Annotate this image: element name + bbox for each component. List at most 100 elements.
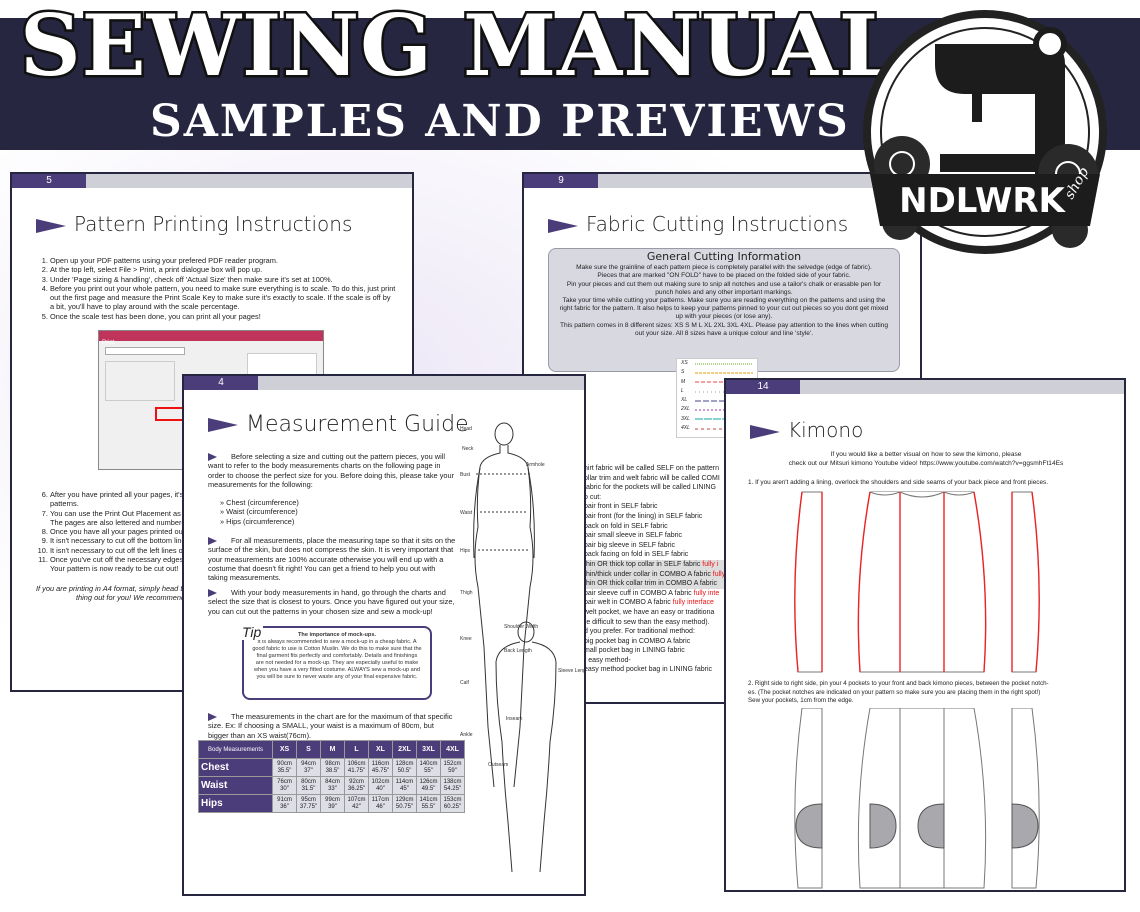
list-item: o cut: (584, 493, 602, 501)
size-header: XS (272, 740, 297, 759)
row-label: Chest (198, 758, 273, 777)
page-title: Pattern Printing Instructions (36, 212, 352, 236)
list-item: It isn't necessary to cut off the left l… (50, 546, 206, 555)
figure-label: Sleeve Length (558, 668, 586, 674)
paragraph-size: With your body measurements in hand, go … (208, 588, 455, 616)
main-title: SEWING MANUAL (18, 0, 901, 98)
list-item: pair front in SELF fabric (584, 503, 658, 511)
list-item: d you prefer. For traditional method: (584, 628, 695, 636)
logo-text: NDLWRK (899, 181, 1066, 221)
size-header: XL (368, 740, 393, 759)
list-item: Your pattern is now ready to be cut out! (50, 564, 179, 574)
list-item: » Hips (circumference) (220, 516, 295, 526)
tip-label: Tip (240, 624, 264, 640)
list-item: back facing on fold in SELF fabric (584, 551, 689, 559)
list-item: big pocket bag in COMBO A fabric (584, 637, 691, 645)
list-item: pair big sleeve in SELF fabric (584, 541, 676, 549)
figure-label: Back Length (504, 648, 532, 654)
page-number-bar (726, 380, 1124, 394)
title-arrow-icon (750, 424, 780, 439)
list-item: At the top left, select File > Print, a … (50, 265, 396, 274)
paragraph-tape: For all measurements, place the measurin… (208, 536, 456, 583)
size-header: M (320, 740, 345, 759)
pocket-pieces (795, 803, 1039, 849)
size-header: S (296, 740, 321, 759)
figure-label: Thigh (460, 590, 473, 596)
list-item: pair welt in COMBO A fabric fully interf… (584, 599, 714, 607)
list-item: pair small sleeve in SELF fabric (584, 532, 683, 540)
list-item: fabric for the pockets will be called LI… (584, 484, 716, 492)
intro-paragraph: Before selecting a size and cutting out … (208, 452, 455, 489)
page-number-bar (12, 174, 412, 188)
page-14-kimono: 14 Kimono If you would like a better vis… (724, 378, 1126, 892)
list-item: Open up your PDF patterns using your pre… (50, 256, 396, 265)
list-item: pair front (for the lining) in SELF fabr… (584, 512, 703, 520)
box-title: General Cutting Information (646, 250, 802, 263)
figure-label: Head (460, 426, 472, 432)
info-line: Pieces that are marked "ON FOLD" have to… (597, 272, 851, 280)
figure-label: Armhole (526, 462, 545, 468)
page-9-fabric-cutting: 9 Fabric Cutting Instructions General Cu… (522, 172, 922, 704)
list-item: Under 'Page sizing & handling', check of… (50, 275, 396, 284)
page-number: 4 (184, 376, 258, 390)
list-item: » Chest (circumference) (220, 498, 299, 507)
list-item: hirt fabric will be called SELF on the p… (584, 465, 720, 472)
list-item: re difficult to sew than the easy method… (584, 618, 710, 626)
title-arrow-icon (36, 218, 66, 233)
figure-label: Outseam (488, 762, 509, 768)
page-number: 14 (726, 380, 800, 394)
list-item: Before you print out your whole pattern,… (50, 284, 396, 312)
info-line: Pin your pieces and cut them out making … (566, 280, 882, 296)
list-item: You can use the Print Out Placement as r… (50, 509, 206, 518)
list-item: It isn't necessary to cut off the bottom… (50, 536, 206, 545)
list-item: mall pocket bag in LINING fabric (584, 647, 685, 655)
figure-label: Waist (460, 510, 473, 516)
figure-label: Knee (460, 636, 472, 642)
list-item: pair sleeve cuff in COMBO A fabric fully… (584, 589, 720, 597)
subtitle: SAMPLES AND PREVIEWS (150, 96, 850, 147)
page-title: Measurement Guide (208, 412, 469, 437)
page-number-bar (184, 376, 584, 390)
info-line: Make sure the grainline of each pattern … (576, 264, 872, 272)
page-title: Fabric Cutting Instructions (548, 212, 848, 236)
print-steps-list: Open up your PDF patterns using your pre… (36, 256, 396, 321)
kimono-pieces-diagram-1 (794, 491, 1040, 673)
list-item: back on fold in SELF fabric (584, 522, 668, 530)
list-item: Once the scale test has been done, you c… (50, 312, 396, 321)
paragraph-chart-note: The measurements in the chart are for th… (208, 712, 453, 740)
body-figure-illustration (473, 422, 557, 873)
title-arrow-icon (548, 218, 578, 233)
dialog-title-bar: Print (99, 331, 323, 346)
row-label: Hips (198, 794, 273, 813)
list-item: welt pocket, we have an easy or traditio… (584, 608, 715, 616)
figure-label: Shoulder Width (504, 624, 539, 630)
list-item: » Waist (circumference) (220, 507, 298, 517)
figure-label: Ankle (460, 732, 473, 738)
figure-label: Neck (462, 446, 474, 452)
size-header: L (344, 740, 369, 759)
tip-text: It is always recommended to sew a mock-u… (252, 639, 422, 680)
page-title: Kimono (750, 418, 863, 442)
